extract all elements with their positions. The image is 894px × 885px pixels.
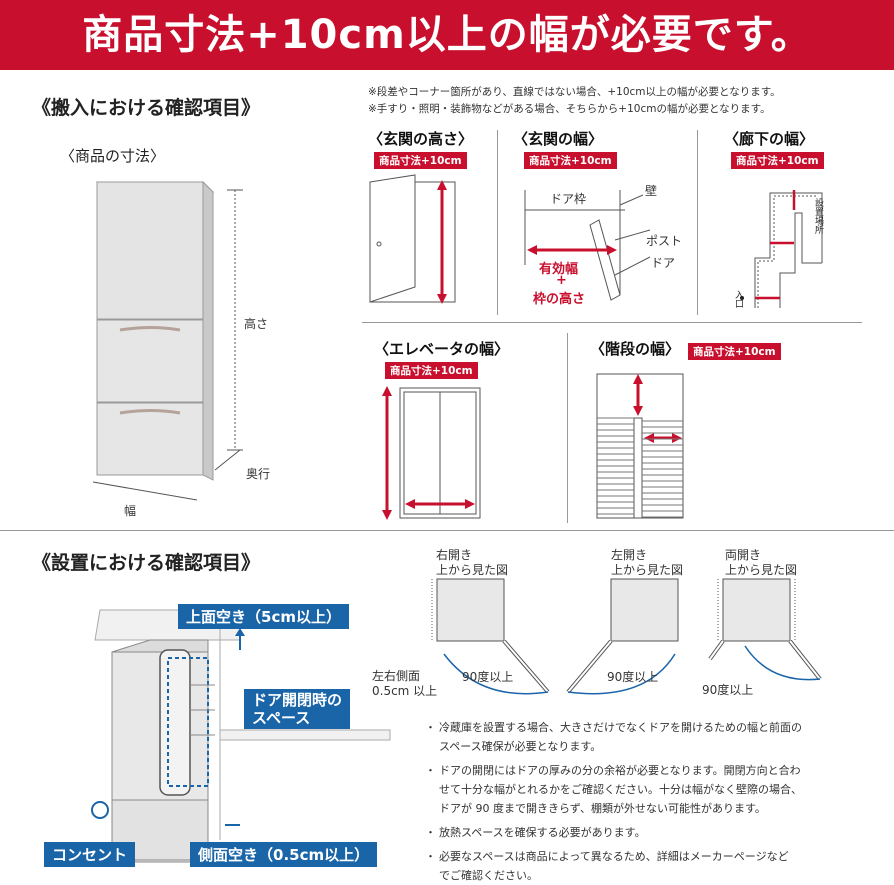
bullet-item: ・放熱スペースを確保する必要があります。 xyxy=(425,826,646,839)
install-illustration xyxy=(91,609,391,863)
bullet-item-cont: スペース確保が必要となります。 xyxy=(439,740,602,753)
hallway-width-tag: 商品寸法+10cm xyxy=(731,152,824,169)
side-gap-line1: 左右側面 xyxy=(372,669,421,683)
section-divider xyxy=(0,530,894,531)
note-1: ※段差やコーナー箇所があり、直線ではない場合、+10cm以上の幅が必要となります… xyxy=(368,86,781,98)
elevator-width-tag: 商品寸法+10cm xyxy=(385,362,478,379)
wall-label: 壁 xyxy=(645,184,658,198)
double-open-sub: 上から見た図 xyxy=(725,563,798,577)
right-open-angle: 90度以上 xyxy=(462,670,514,684)
door-label: ドア xyxy=(651,256,676,270)
right-open-title: 右開き xyxy=(436,548,473,562)
frame-height-label: 枠の高さ xyxy=(533,292,586,307)
left-open-sub: 上から見た図 xyxy=(611,563,684,577)
bullet-list: ・冷蔵庫を設置する場合、大きさだけでなくドアを開けるための幅と前面の スペース確… xyxy=(425,718,835,885)
entrance-height-title: 〈玄関の高さ〉 xyxy=(368,130,474,148)
side-space-label: 側面空き（0.5cm以上） xyxy=(190,842,378,867)
side-gap-line2: 0.5cm 以上 xyxy=(372,684,438,698)
entrance-height-tag: 商品寸法+10cm xyxy=(374,152,467,169)
install-heading: 《設置における確認項目》 xyxy=(32,552,261,574)
door-space-line2: スペース xyxy=(252,709,311,727)
stairs-width-tag: 商品寸法+10cm xyxy=(688,343,781,360)
plus-label: + xyxy=(556,273,567,288)
door-frame-label: ドア枠 xyxy=(550,192,587,206)
entrance-width-diagram xyxy=(524,190,651,301)
bullet-item: ・ドアの開閉にはドアの厚みの分の余裕が必要となります。開閉方向と合わ xyxy=(425,764,801,777)
effective-width-label: 有効幅 xyxy=(539,262,579,277)
note-2: ※手すり・照明・装飾物などがある場合、そちらから+10cmの幅が必要となります。 xyxy=(368,103,771,115)
divider-v2 xyxy=(697,130,698,315)
door-space-line1: ドア開閉時の xyxy=(252,691,343,709)
entrance-width-title: 〈玄関の幅〉 xyxy=(513,130,604,148)
double-open-angle: 90度以上 xyxy=(702,683,754,697)
carry-in-heading: 《搬入における確認項目》 xyxy=(32,97,261,119)
outlet-label: コンセント xyxy=(44,842,136,867)
stairs-width-title: 〈階段の幅〉 xyxy=(590,340,681,358)
door-space-label: ドア開閉時の スペース xyxy=(244,689,351,729)
hallway-diagram xyxy=(740,190,823,308)
left-open-angle: 90度以上 xyxy=(607,670,659,684)
divider-h xyxy=(362,322,862,323)
bullet-item-cont: せて十分な幅がとれるかをご確認ください。十分は幅がなく壁際の場合、 xyxy=(439,783,802,796)
bullet-item: ・冷蔵庫を設置する場合、大きさだけでなくドアを開けるための幅と前面の xyxy=(425,721,802,734)
page-banner: 商品寸法+10cm以上の幅が必要です。 xyxy=(0,0,894,70)
depth-label: 奥行 xyxy=(246,467,271,481)
entrance-height-diagram xyxy=(369,174,456,304)
bullet-item-cont: ドアが 90 度まで開ききらず、棚類が外せない可能性があります。 xyxy=(439,802,766,815)
stairs-diagram xyxy=(596,373,684,519)
height-label: 高さ xyxy=(244,317,269,331)
top-space-label: 上面空き（5cm以上） xyxy=(178,604,349,629)
entrance-width-tag: 商品寸法+10cm xyxy=(524,152,617,169)
left-open-title: 左開き xyxy=(611,548,648,562)
double-open-title: 両開き xyxy=(725,548,762,562)
width-label: 幅 xyxy=(124,504,137,518)
divider-v1 xyxy=(497,130,498,315)
top-view-diagrams xyxy=(431,578,822,695)
install-place-label: 設置場所 xyxy=(813,198,823,234)
product-size-title: 〈商品の寸法〉 xyxy=(60,147,166,165)
bullet-item: ・必要なスペースは商品によって異なるため、詳細はメーカーページなど xyxy=(425,850,789,863)
divider-v3 xyxy=(567,333,568,523)
bullet-item-cont: でご確認ください。 xyxy=(439,869,538,882)
right-open-sub: 上から見た図 xyxy=(436,563,509,577)
fridge-illustration xyxy=(92,180,243,501)
hallway-width-title: 〈廊下の幅〉 xyxy=(724,130,815,148)
elevator-width-title: 〈エレベータの幅〉 xyxy=(374,340,510,358)
elevator-diagram xyxy=(382,386,481,520)
entrance-label: 入口 xyxy=(733,290,743,308)
post-label: ポスト xyxy=(646,234,683,248)
